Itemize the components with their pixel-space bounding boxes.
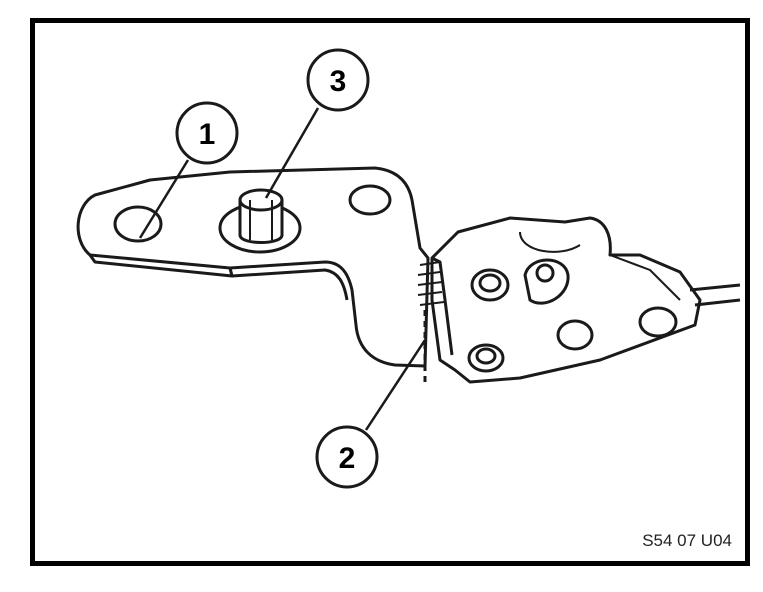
bolt-hole-upper <box>348 184 392 216</box>
callout-2: 2 <box>315 425 379 489</box>
left-bracket-plate <box>76 166 430 368</box>
callout-1-label: 1 <box>199 118 216 151</box>
hinge-pivot-lower <box>467 343 505 373</box>
body-hole-center <box>556 319 594 351</box>
callout-3-label: 3 <box>330 65 347 98</box>
callout-3: 3 <box>306 48 370 112</box>
latch-cam <box>523 258 570 305</box>
bolt-hole-left <box>113 205 163 243</box>
right-hinge-body <box>417 216 741 384</box>
leader-line-1 <box>138 159 190 239</box>
threaded-stud <box>218 188 302 254</box>
body-hole-right <box>638 306 678 338</box>
leader-line-3 <box>264 107 320 199</box>
hinge-pivot-upper <box>470 268 510 302</box>
reference-code: S54 07 U04 <box>642 531 732 550</box>
callout-1: 1 <box>175 101 239 165</box>
callout-2-label: 2 <box>339 442 356 475</box>
leader-line-2 <box>364 339 427 431</box>
